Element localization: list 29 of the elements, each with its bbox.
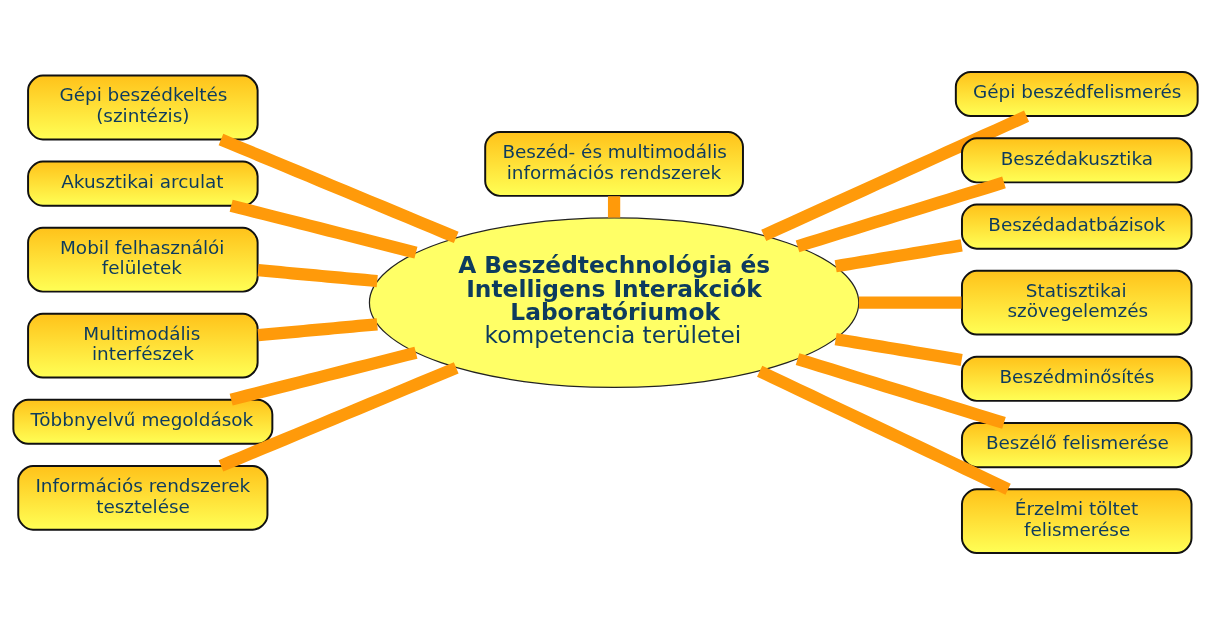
node-box: Beszédadatbázisok: [961, 203, 1193, 250]
node-box: Akusztikai arculat: [27, 160, 259, 207]
connector: [761, 110, 1030, 241]
connector: [257, 317, 378, 341]
connector: [757, 365, 1011, 495]
node-box: Beszédminősítés: [961, 355, 1193, 402]
node-box: Érzelmi töltet felismerése: [961, 487, 1193, 554]
connector: [229, 346, 418, 406]
node-box: Gépi beszédkeltés (szintézis): [27, 74, 259, 140]
node-ellipse: A Beszédtechnológia és Intelligens Interakciók Laboratóriumok kompetencia területei: [368, 216, 860, 388]
connector: [795, 176, 1006, 252]
connector: [257, 263, 378, 287]
connector: [834, 332, 963, 366]
connector: [834, 238, 963, 272]
node-box: Beszéd- és multimodális információs rendszerek: [484, 130, 744, 197]
connector: [607, 195, 621, 218]
node-box: Gépi beszédfelismerés: [954, 70, 1199, 117]
connector: [218, 133, 459, 243]
node-box: Mobil felhasználói felületek: [27, 226, 259, 293]
node-box: Multimodális interfészek: [27, 312, 259, 379]
node-box: Beszélő felismerése: [961, 421, 1193, 468]
node-box: Beszédakusztika: [961, 136, 1193, 183]
node-box: Többnyelvű megoldások: [12, 398, 274, 445]
connector: [858, 296, 962, 309]
node-box: Információs rendszerek tesztelése: [17, 464, 269, 531]
connector: [795, 352, 1006, 429]
connector: [218, 361, 459, 471]
connector: [229, 199, 418, 259]
node-box: Statisztikai szövegelemzés: [961, 269, 1193, 336]
